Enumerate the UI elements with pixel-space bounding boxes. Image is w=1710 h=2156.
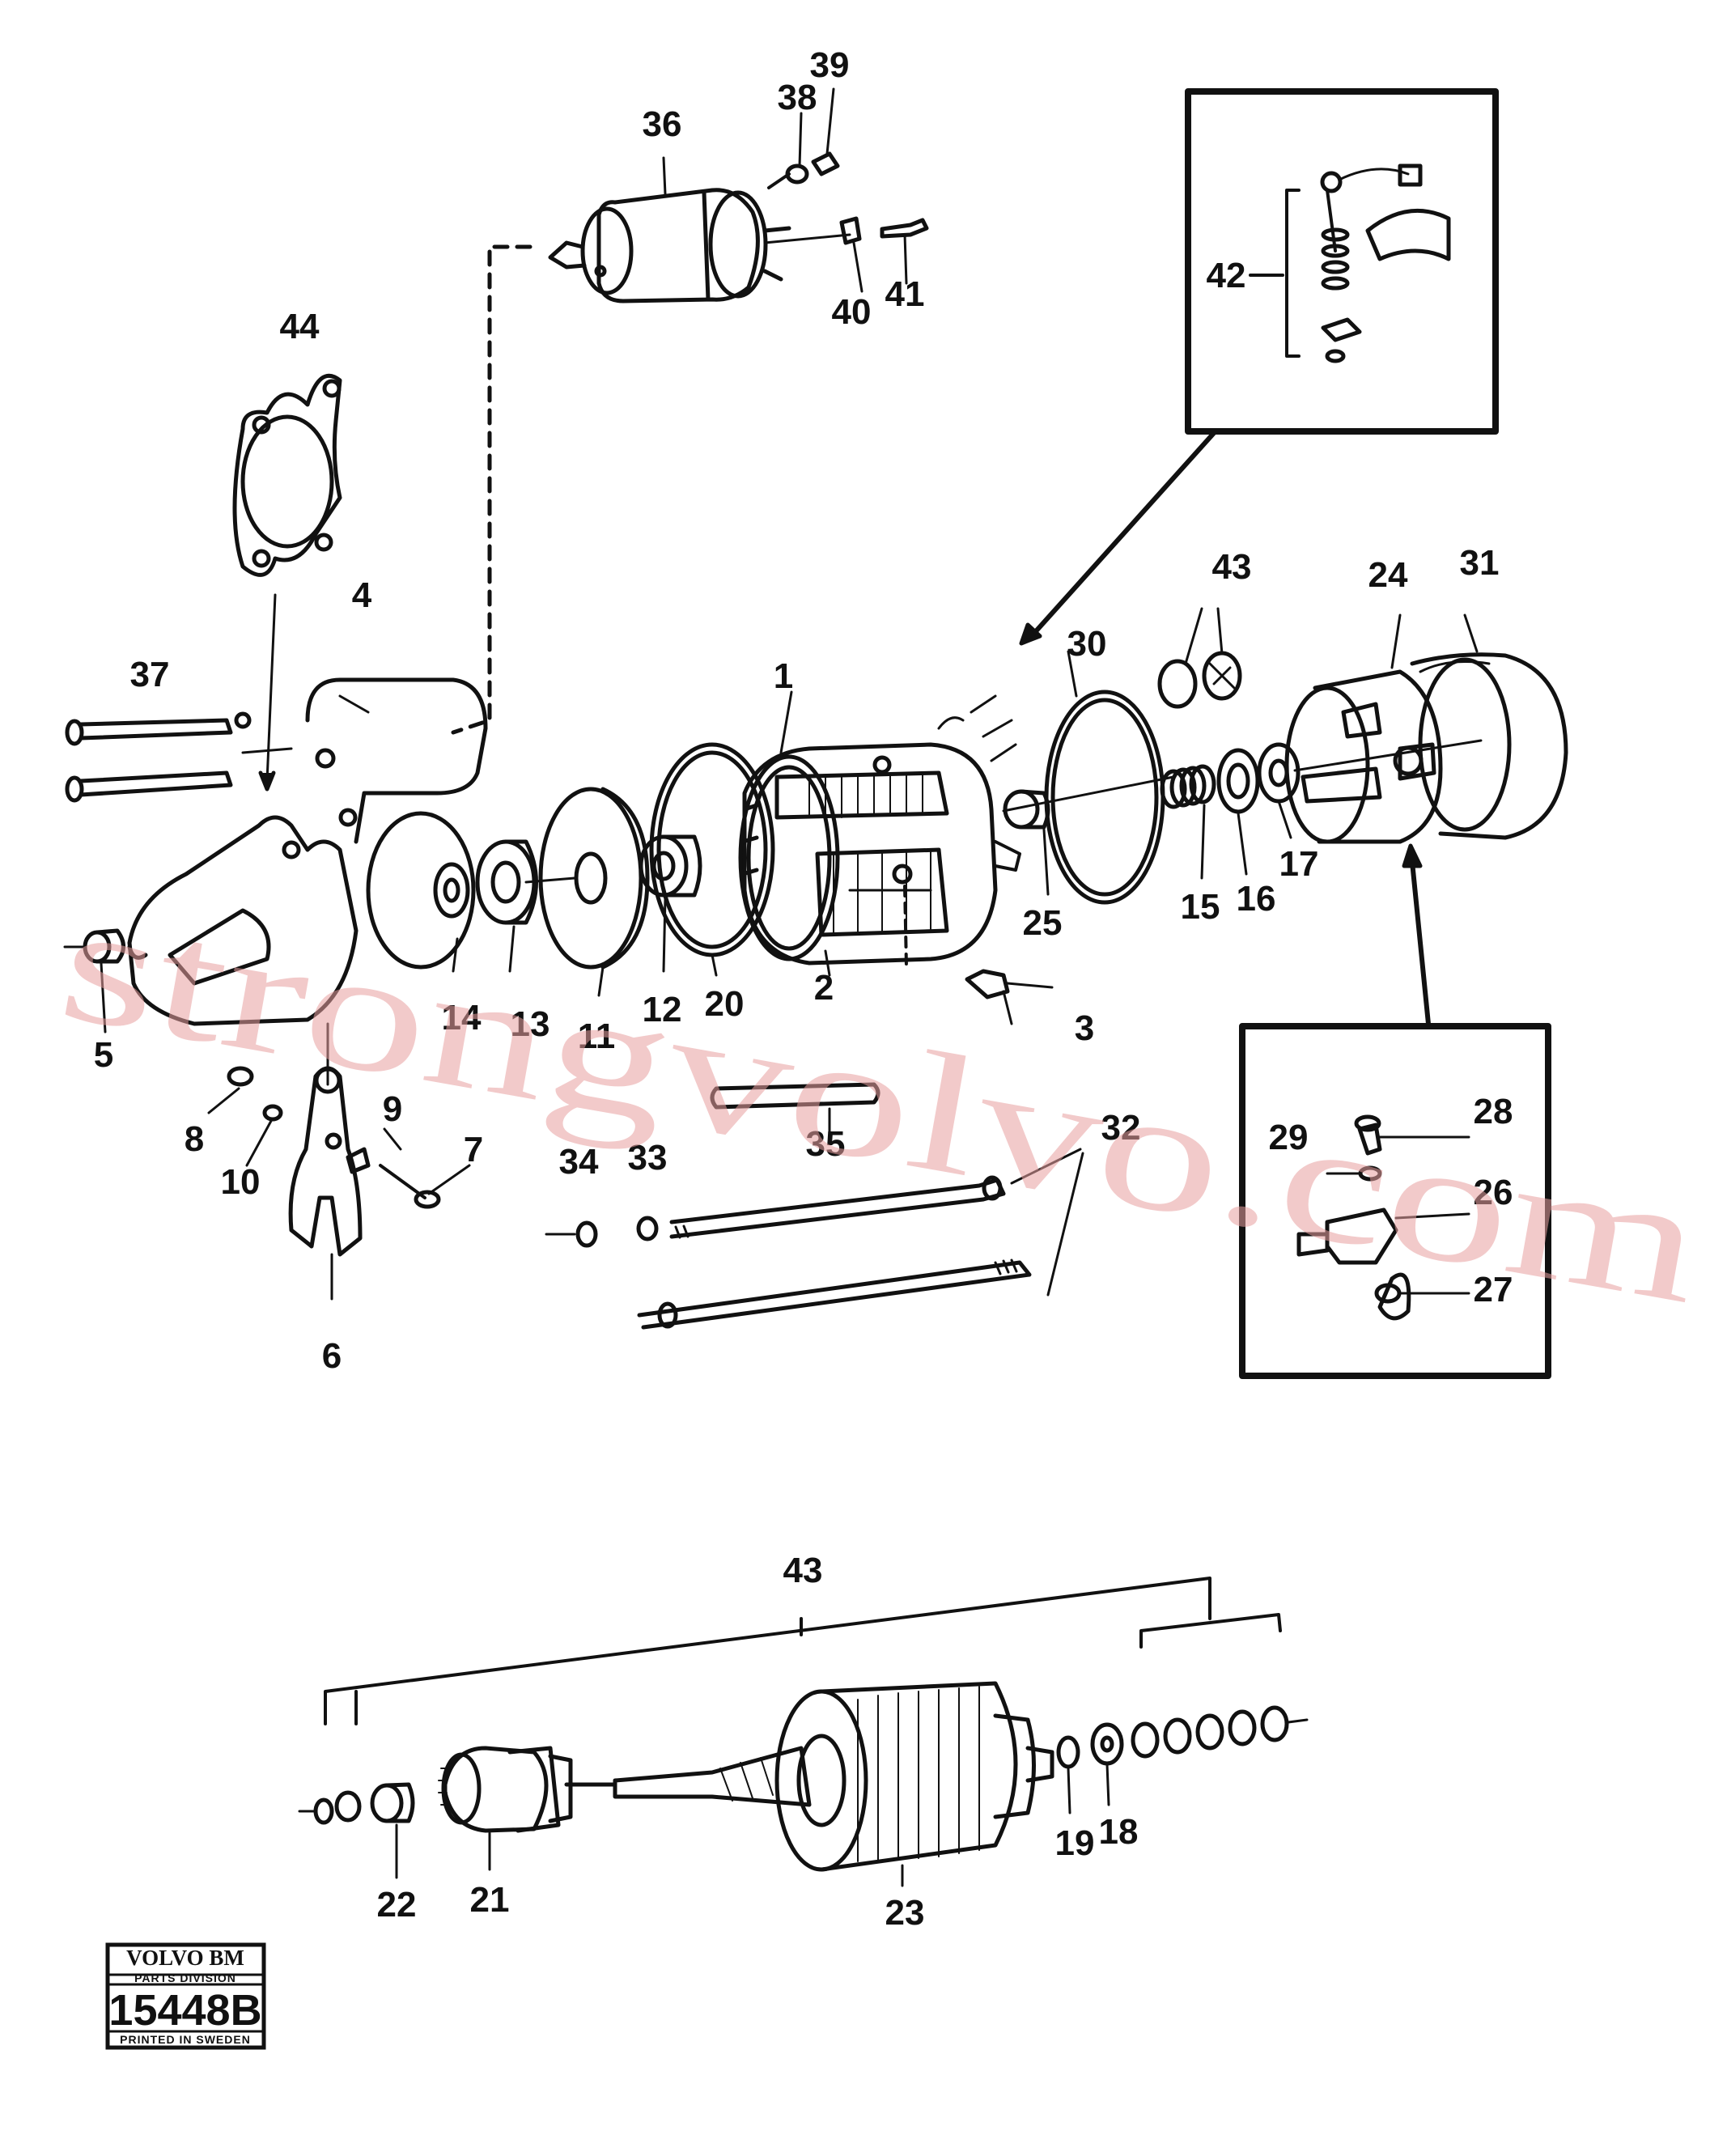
callout-39: 39 — [810, 45, 850, 85]
washer-part-14 — [433, 862, 470, 919]
bush-part-22 — [298, 1782, 415, 1879]
end-cover-part-31 — [1410, 652, 1568, 840]
callout-24: 24 — [1368, 555, 1408, 595]
bearing-part-16 — [1216, 748, 1260, 814]
pin-parts-7-10 — [227, 1066, 441, 1209]
gasket-part-44 — [232, 373, 342, 792]
stamp-printed: PRINTED IN SWEDEN — [120, 2033, 251, 2046]
leader-lines — [100, 87, 1479, 1195]
plugs-part-43 — [1157, 607, 1242, 709]
callout-21: 21 — [470, 1880, 510, 1920]
callout-27: 27 — [1474, 1270, 1513, 1309]
callout-18: 18 — [1099, 1812, 1139, 1852]
callout-12: 12 — [643, 990, 682, 1029]
callout-labels: 1 2 3 4 5 6 7 8 9 10 11 12 13 14 15 16 1… — [94, 45, 1513, 1933]
stamp-brand: VOLVO BM — [126, 1946, 244, 1970]
brush-detail-box-42 — [1185, 88, 1499, 435]
callout-43-top: 43 — [1212, 547, 1252, 587]
callout-4: 4 — [352, 575, 372, 615]
callout-44: 44 — [280, 307, 320, 346]
spring-part-15 — [1160, 764, 1216, 809]
drive-pinion-part-21 — [438, 1746, 573, 1871]
end-plate-part-11 — [524, 787, 650, 970]
callout-13: 13 — [511, 1004, 550, 1044]
through-bolts-part-32 — [637, 1148, 1084, 1330]
washers-parts-18-19 — [1056, 1705, 1309, 1814]
callout-31: 31 — [1460, 543, 1500, 583]
callout-37: 37 — [130, 655, 170, 694]
engagement-lever-part-6 — [288, 1066, 363, 1301]
bracket-detail-box — [1239, 1023, 1551, 1379]
pin-part-35 — [710, 1082, 880, 1135]
field-frame-part-1 — [738, 694, 1054, 999]
stamp-division: PARTS DIVISION — [134, 1971, 236, 1984]
callout-35: 35 — [806, 1124, 846, 1164]
armature-group-bracket-43 — [324, 1577, 1282, 1725]
terminal-parts-38-41 — [767, 151, 929, 245]
callout-41: 41 — [885, 274, 925, 314]
callout-8: 8 — [185, 1119, 204, 1159]
callout-7: 7 — [464, 1130, 483, 1169]
brush-holder-part-24 — [1284, 669, 1443, 844]
callout-36: 36 — [643, 104, 682, 144]
callout-20: 20 — [705, 984, 745, 1024]
sleeve-part-25 — [1002, 775, 1175, 830]
callout-22: 22 — [377, 1885, 417, 1925]
dashed-link-line — [451, 244, 533, 735]
arrow-from-brush-box — [1033, 431, 1216, 634]
callout-15: 15 — [1181, 887, 1220, 927]
washer-parts-33-34 — [545, 1216, 659, 1248]
solenoid-part-36 — [548, 188, 851, 303]
stamp-number: 15448B — [108, 1986, 261, 2035]
arrow-from-bracket-box — [1410, 859, 1431, 1026]
callout-17: 17 — [1279, 844, 1319, 884]
callout-40: 40 — [832, 292, 872, 332]
callout-19: 19 — [1055, 1823, 1095, 1863]
callout-38: 38 — [778, 78, 817, 117]
callout-11: 11 — [578, 1016, 616, 1056]
drawing — [63, 87, 1568, 1887]
bush-part-5 — [63, 928, 125, 964]
watermark-text: strongvolvo.com — [49, 867, 1710, 1339]
parts-division-stamp: VOLVO BM PARTS DIVISION 15448B PRINTED I… — [105, 1942, 266, 2050]
armature-part-23 — [564, 1681, 1054, 1887]
callout-33: 33 — [628, 1138, 668, 1178]
callout-25: 25 — [1023, 903, 1063, 943]
callout-14: 14 — [442, 998, 482, 1038]
callout-6: 6 — [322, 1336, 342, 1376]
callout-2: 2 — [814, 968, 834, 1008]
sealing-ring-part-30 — [1044, 690, 1165, 905]
callout-34: 34 — [559, 1142, 599, 1182]
callout-23: 23 — [885, 1893, 925, 1933]
callout-32: 32 — [1101, 1108, 1141, 1148]
callout-26: 26 — [1474, 1173, 1513, 1212]
callout-42: 42 — [1207, 256, 1246, 295]
callout-28: 28 — [1474, 1092, 1513, 1131]
callout-9: 9 — [383, 1089, 402, 1129]
through-bolts-part-37 — [65, 711, 293, 803]
callout-10: 10 — [221, 1162, 261, 1202]
drive-end-housing-part-4 — [127, 677, 488, 1086]
callout-5: 5 — [94, 1035, 113, 1075]
callout-43-bottom: 43 — [783, 1551, 823, 1590]
callout-3: 3 — [1075, 1008, 1094, 1048]
callout-29: 29 — [1269, 1118, 1309, 1157]
callout-16: 16 — [1237, 879, 1276, 919]
callout-30: 30 — [1067, 624, 1107, 664]
callout-1: 1 — [774, 656, 793, 696]
